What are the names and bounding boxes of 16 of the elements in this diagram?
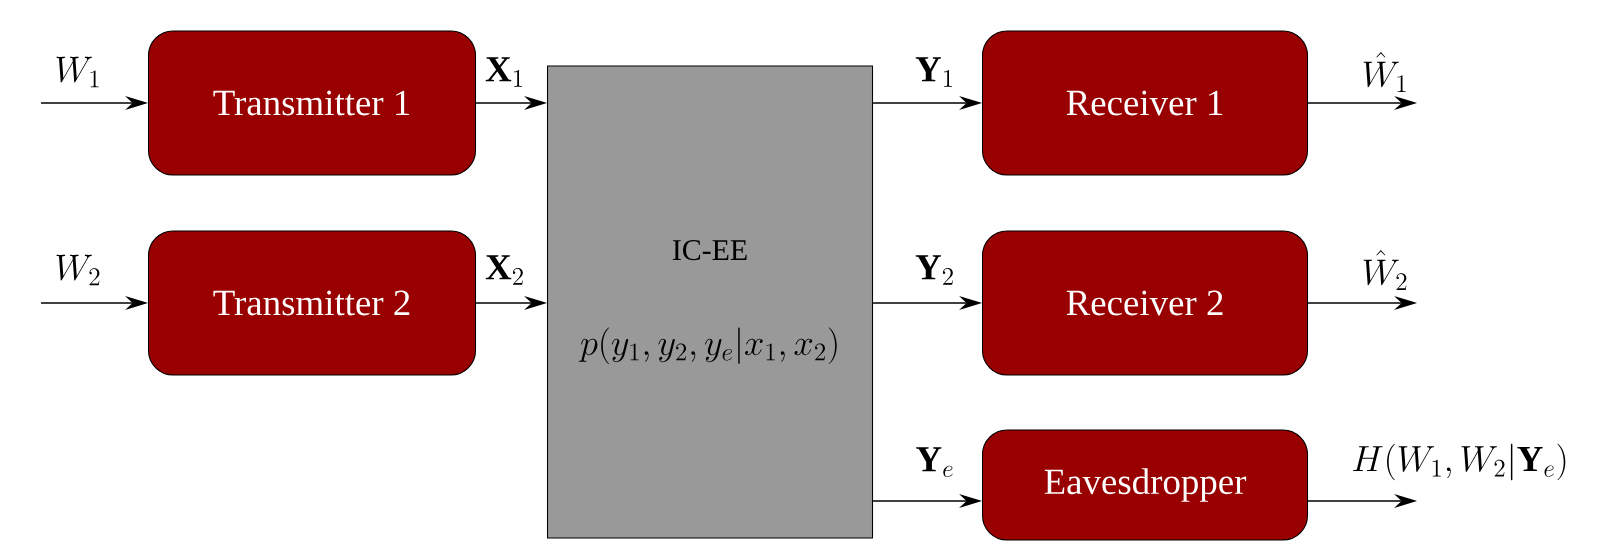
edge-label: $\mathbf{X}_1$ xyxy=(485,57,523,87)
edge-label: $\mathbf{X}_2$ xyxy=(485,255,523,285)
process-box: Receiver 2 xyxy=(982,230,1309,376)
edge-label: $\hat{W}_1$ xyxy=(1363,52,1406,92)
process-box: Transmitter 1 xyxy=(148,30,477,176)
channel-box: IC-EE $p(y_1, y_2, y_e|x_1, x_2)$ xyxy=(547,65,874,539)
process-box: Transmitter 2 xyxy=(148,230,477,376)
edge-label: $\mathbf{Y}_2$ xyxy=(915,255,953,285)
edge-label: $H(W_1, W_2|\mathbf{Y}_e)$ xyxy=(1353,443,1566,481)
edge-label: $W_2$ xyxy=(56,254,100,286)
edge-label: $W_1$ xyxy=(56,56,99,88)
process-box: Receiver 1 xyxy=(982,30,1309,176)
edge-label: $\mathbf{Y}_1$ xyxy=(915,57,953,87)
edge-label: $\mathbf{Y}_e$ xyxy=(916,447,953,478)
process-box: Eavesdropper xyxy=(982,429,1309,541)
edge-label: $\hat{W}_2$ xyxy=(1363,250,1407,290)
